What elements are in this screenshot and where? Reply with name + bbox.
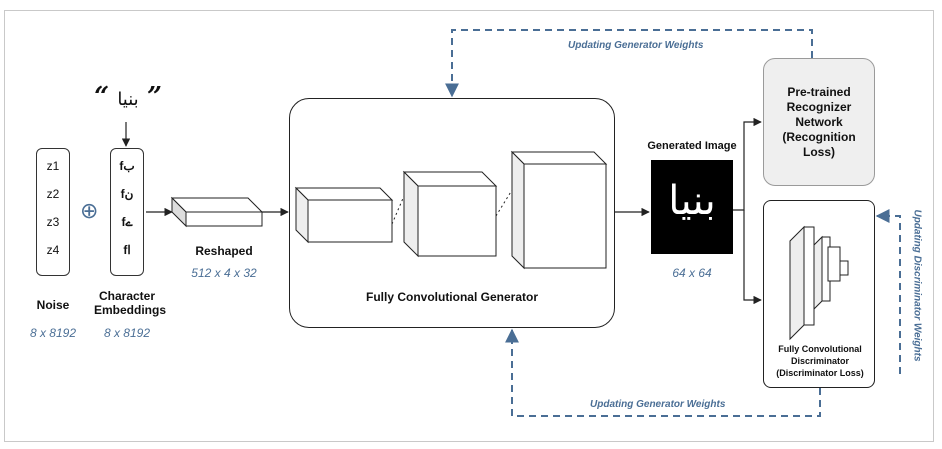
noise-vector: z1 z2 z3 z4 (36, 148, 70, 276)
recognizer-line: Recognizer (786, 99, 852, 114)
concat-plus-icon: ⊕ (80, 198, 99, 223)
generated-image: بنیا (651, 160, 733, 254)
generator-label: Fully Convolutional Generator (365, 290, 538, 304)
embedding-item: fا (123, 243, 131, 257)
discriminator-line: Fully Convolutional (778, 344, 862, 354)
feedback-right-label: Updating Discriminator Weights (911, 209, 923, 362)
recognizer-line: Pre-trained (787, 84, 851, 99)
feedback-right-line (875, 209, 901, 374)
urdu-word: بنیا (117, 89, 139, 110)
arrow-image-split (733, 117, 762, 211)
noise-label: Noise (36, 298, 70, 312)
recognizer-box: Pre-trained Recognizer Network (Recognit… (763, 58, 875, 186)
generated-image-title: Generated Image (647, 140, 737, 152)
reshape-dim: 512 x 4 x 32 (191, 266, 257, 280)
feedback-top-line (445, 29, 813, 98)
embedding-item: fے (121, 215, 133, 229)
noise-dim: 8 x 8192 (29, 326, 77, 340)
quote-open: “ (94, 82, 110, 112)
noise-item: z4 (46, 243, 60, 257)
discriminator-box: Fully Convolutional Discriminator (Discr… (763, 200, 875, 388)
generator-cube-1 (294, 186, 394, 244)
embedding-dim: 8 x 8192 (103, 326, 151, 340)
feedback-top-label: Updating Generator Weights (568, 40, 704, 51)
generated-image-dim: 64 x 64 (672, 266, 712, 280)
noise-item: z2 (46, 187, 60, 201)
discriminator-line: (Discriminator Loss) (776, 368, 864, 378)
generator-box (289, 98, 615, 328)
discriminator-layers-icon (789, 225, 849, 341)
embedding-item: fب (119, 159, 135, 173)
cube-dots-2 (495, 189, 513, 217)
feedback-bottom-label: Updating Generator Weights (590, 399, 726, 410)
cube-dots-1 (391, 195, 405, 225)
generated-image-text: بنیا (668, 178, 716, 224)
arrow-image-to-discriminator (743, 210, 762, 305)
feedback-bottom-line (505, 328, 821, 417)
embedding-item: fن (120, 187, 134, 201)
input-word: “ بنیا ” (82, 82, 174, 112)
embedding-label: Character Embeddings (94, 289, 167, 317)
recognizer-line: (Recognition (782, 129, 856, 144)
discriminator-label: Fully Convolutional Discriminator (Discr… (764, 343, 876, 379)
noise-item: z1 (46, 159, 60, 173)
reshape-label: Reshaped (195, 244, 253, 258)
embedding-label-line1: Character (98, 289, 156, 303)
recognizer-line: Network (795, 114, 843, 129)
recognizer-label: Pre-trained Recognizer Network (Recognit… (782, 85, 855, 160)
recognizer-line: Loss) (802, 144, 835, 159)
reshaped-tensor-shape (170, 196, 264, 228)
noise-item: z3 (46, 215, 60, 229)
discriminator-line: Discriminator (790, 356, 850, 366)
embedding-vector: fب fن fے fا (110, 148, 144, 276)
generator-cube-2 (402, 170, 498, 258)
quote-close: ” (146, 82, 162, 112)
diagram-frame (4, 10, 934, 442)
embedding-label-line2: Embeddings (94, 303, 167, 317)
generator-cube-3 (510, 150, 608, 270)
